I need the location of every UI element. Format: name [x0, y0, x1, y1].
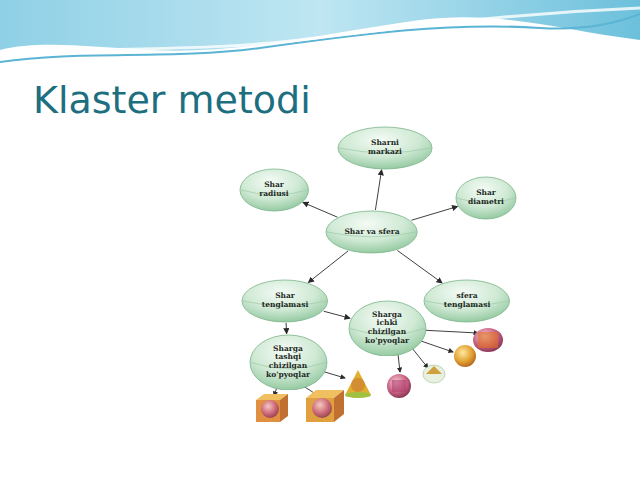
cube-with-sphere [306, 390, 344, 422]
small-sphere [423, 365, 445, 383]
arrow-connector [308, 251, 348, 283]
node-label: Shar va sfera [342, 228, 402, 237]
node-label: Shar tenglamasi [257, 292, 313, 309]
sphere-node: Shar tenglamasi [241, 279, 329, 323]
node-label: Shar radiusi [252, 181, 296, 198]
node-label: Sharga ichki chizilgan ko'pyoqlar [362, 311, 412, 346]
arrow-connector [397, 250, 442, 282]
cone [345, 370, 371, 398]
sphere-node: Shar radiusi [239, 168, 309, 212]
arrow-connector [411, 207, 457, 221]
sphere-node: Shar va sfera [325, 210, 418, 254]
arrow-connector [303, 202, 337, 217]
cube-with-sphere [256, 394, 288, 422]
sphere-solid [454, 345, 476, 367]
sphere-node: Sharga tashqi chizilgan ko'pyoqlar [249, 334, 328, 391]
node-label: Shar diametri [467, 189, 505, 206]
slide-title: Klaster metodi [33, 78, 311, 122]
prism-in-sphere [387, 374, 411, 398]
node-label: Sharni markazi [354, 139, 416, 156]
sphere-node: Shar diametri [455, 176, 517, 220]
arrow-connector [375, 170, 381, 210]
cylinder-in-sphere [473, 328, 503, 352]
arrow-connector [286, 323, 288, 334]
node-label: Sharga tashqi chizilgan ko'pyoqlar [263, 345, 313, 380]
sphere-node: Sharga ichki chizilgan ko'pyoqlar [348, 300, 427, 357]
sphere-node: Sharni markazi [337, 126, 433, 170]
sphere-node: sfera tenglamasi [423, 279, 511, 323]
arrow-connector [324, 311, 350, 318]
node-label: sfera tenglamasi [439, 292, 495, 309]
